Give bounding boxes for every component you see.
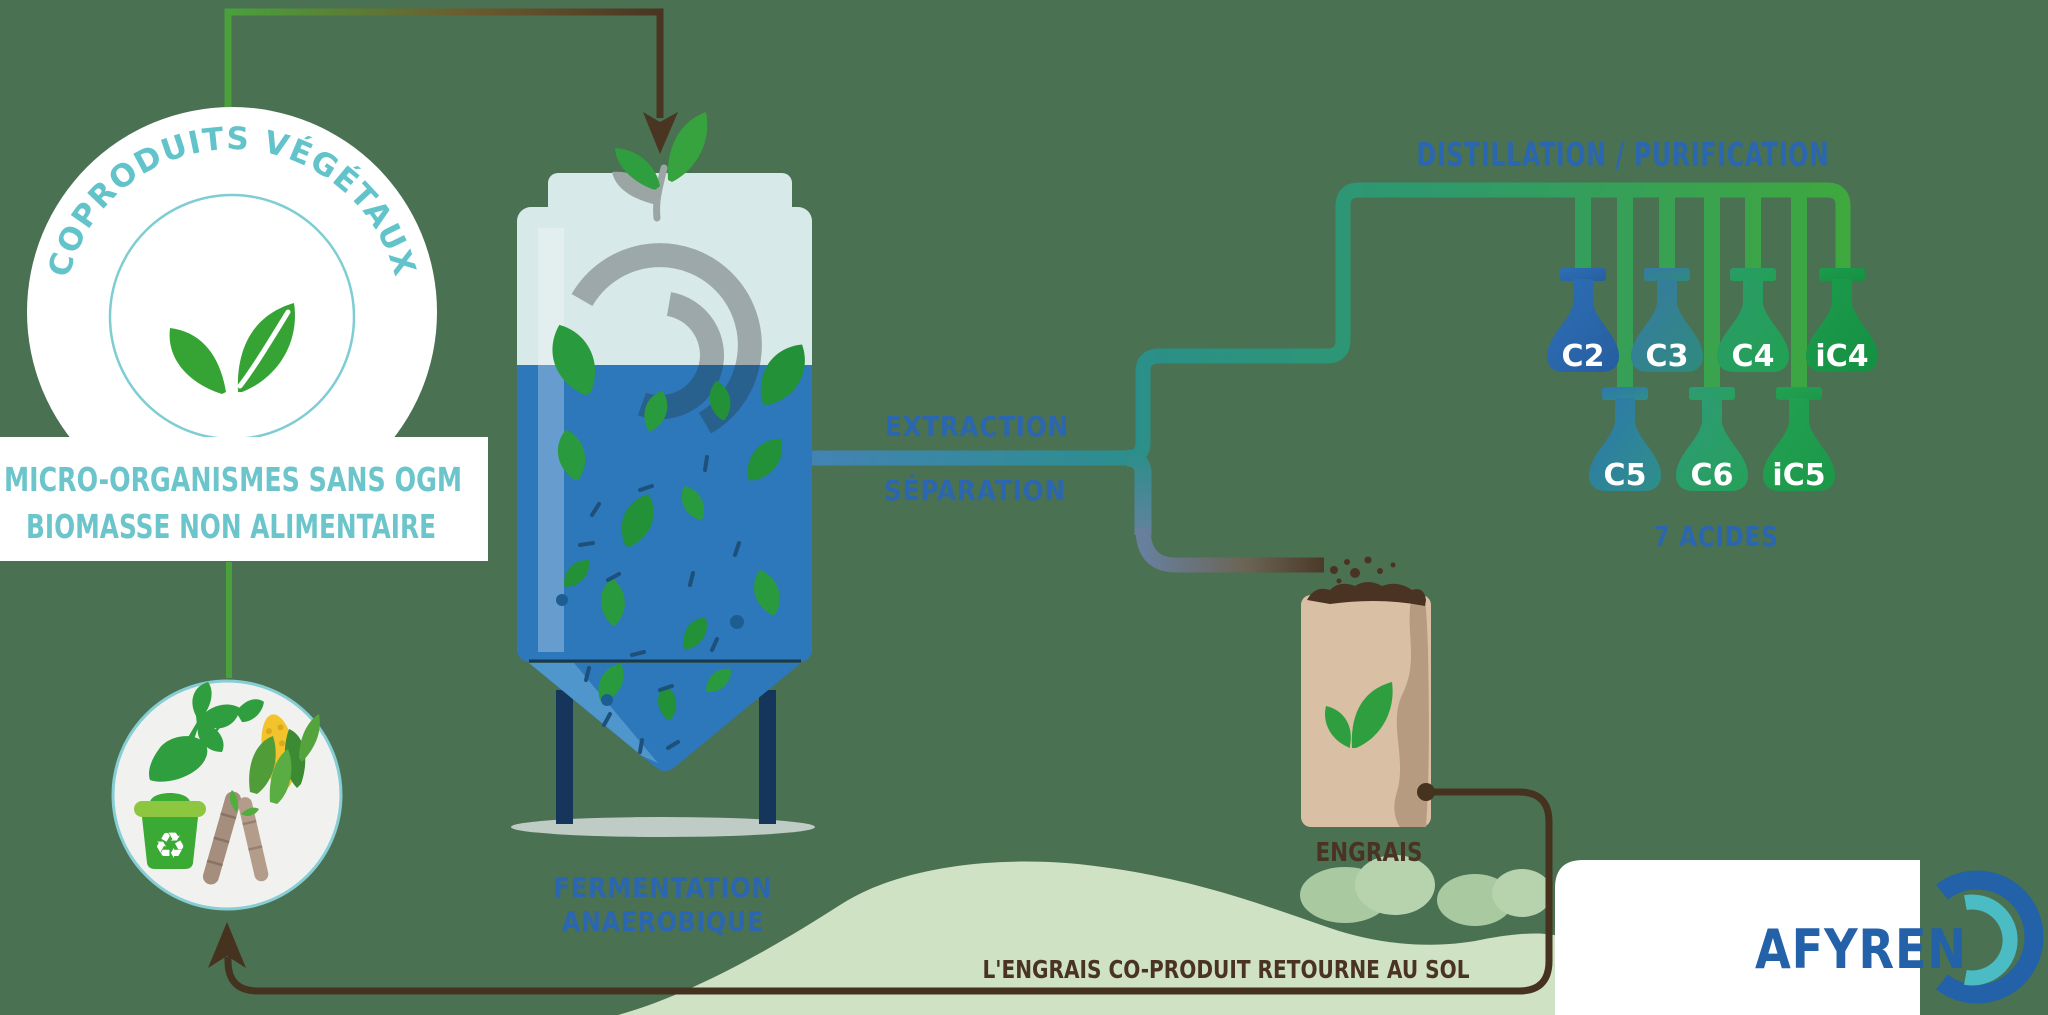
vegetables-circle: ♻ (111, 679, 343, 911)
acid-flasks: C2 C3 C4 iC4 C5 C6 iC5 (1546, 268, 1879, 493)
bag-label: ENGRAIS (1316, 838, 1423, 868)
logo-arc-inner-icon (1964, 894, 2018, 986)
fermentation-tank (511, 112, 815, 837)
bag-shade (1394, 594, 1429, 827)
brand-box: AFYREN (1555, 860, 2044, 1015)
step-labels: EXTRACTION SÉPARATION DISTILLATION / PUR… (884, 135, 1830, 553)
flask-label-c3: C3 (1646, 339, 1689, 374)
flask-label-ic4: iC4 (1815, 339, 1868, 374)
flask-label-c2: C2 (1562, 339, 1605, 374)
distillation-label: DISTILLATION / PURIFICATION (1417, 135, 1830, 174)
sprout-icon (612, 112, 708, 222)
flask-label-c5: C5 (1604, 458, 1647, 493)
return-arrow-icon (208, 922, 246, 968)
tank-leg-right (759, 690, 776, 824)
flask-label-c6: C6 (1691, 458, 1734, 493)
tank-liquid (517, 365, 812, 662)
bushes (1300, 855, 1552, 926)
leaves-icon (169, 303, 295, 394)
biomass-feed-line (224, 8, 678, 154)
process-pipes (810, 182, 1851, 573)
footer-label: L'ENGRAIS CO-PRODUIT RETOURNE AU SOL (983, 955, 1470, 984)
info-line2: BIOMASSE NON ALIMENTAIRE (26, 507, 436, 546)
tank-shadow (511, 817, 815, 837)
logo-arc-outer-icon (1936, 870, 2044, 1004)
afyren-logo: AFYREN (1755, 870, 2044, 1004)
info-line1: MICRO-ORGANISMES SANS OGM (4, 460, 462, 499)
return-to-soil-line (208, 783, 1553, 995)
soil-crumbs (1330, 556, 1396, 584)
tank-dots (556, 594, 744, 706)
tank-specks (578, 455, 741, 754)
pipe-to-fertilizer-v (1126, 449, 1152, 535)
tank-highlight (538, 228, 564, 652)
fertilizer-bag (1301, 556, 1431, 827)
recycle-symbol: ♻ (154, 826, 186, 867)
badge-inner-ring (108, 193, 356, 441)
flask-drop-pipes (1575, 196, 1807, 392)
bag-leaf-icon (1325, 682, 1393, 748)
fermenter-label-line2: ANAEROBIQUE (562, 905, 764, 938)
recycle-bin-icon: ♻ (134, 793, 206, 869)
info-box: MICRO-ORGANISMES SANS OGM BIOMASSE NON A… (0, 437, 488, 561)
fermenter-label-line1: FERMENTATION (554, 871, 773, 904)
sugarcane-icon (202, 790, 269, 885)
tank-leg-left (556, 690, 573, 824)
acids-count-label: 7 ACIDES (1654, 520, 1779, 553)
corn-icon (249, 714, 320, 804)
bag-soil (1307, 582, 1426, 606)
afyren-wordmark: AFYREN (1755, 918, 1967, 981)
beet-icon (149, 682, 264, 782)
flask-label-ic5: iC5 (1772, 458, 1825, 493)
extraction-label: EXTRACTION (885, 410, 1069, 443)
pipe-to-fertilizer-h (1135, 527, 1324, 573)
separation-label: SÉPARATION (884, 473, 1066, 507)
fermenter-label: FERMENTATION ANAEROBIQUE (554, 871, 773, 938)
soil-mound (618, 861, 1562, 1015)
feed-arrow-icon (643, 112, 678, 154)
flask-label-c4: C4 (1732, 339, 1775, 374)
tank-cone-facet (529, 663, 658, 763)
pipe-to-distillation (1126, 182, 1851, 466)
